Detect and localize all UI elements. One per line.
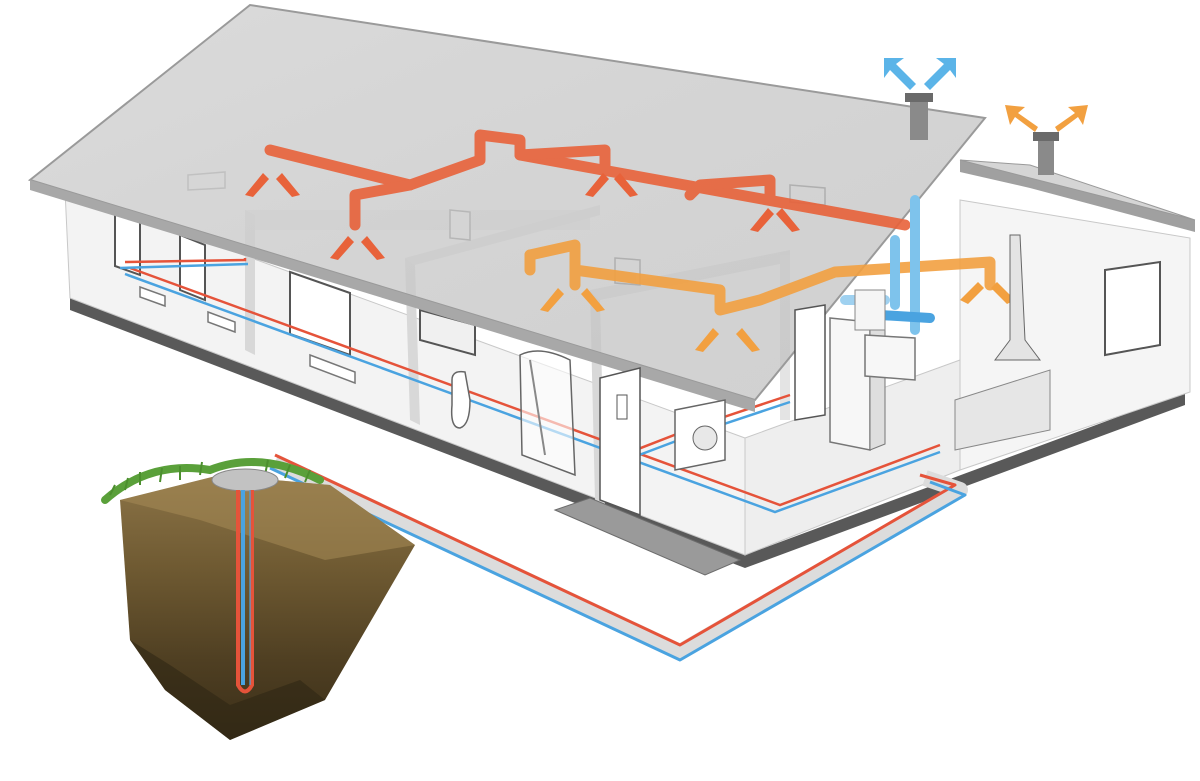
heat-pump-icon	[830, 318, 870, 450]
outdoor-air-arrows	[884, 58, 956, 90]
exhaust-air-arrows	[1005, 105, 1088, 132]
shower-icon	[520, 351, 575, 475]
ventilation-unit-icon	[865, 335, 915, 380]
borehole-icon	[212, 469, 278, 491]
